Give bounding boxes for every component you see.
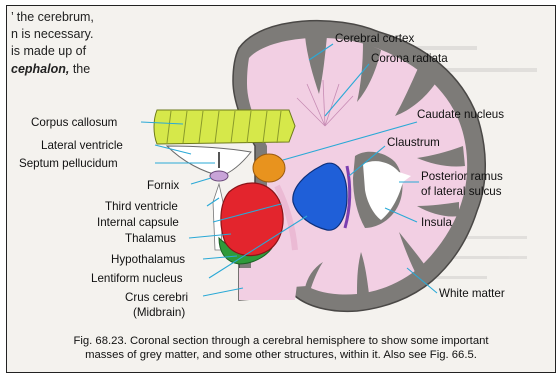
label-insula: Insula — [421, 216, 452, 229]
label-claustrum: Claustrum — [387, 136, 440, 149]
label-fornix: Fornix — [147, 179, 179, 192]
fornix-shape — [210, 171, 228, 181]
label-lateral-ventricle: Lateral ventricle — [41, 139, 123, 152]
label-internal-capsule: Internal capsule — [97, 216, 179, 229]
label-crus-cerebri-line-2: (Midbrain) — [133, 306, 185, 319]
label-lentiform-nucleus: Lentiform nucleus — [91, 272, 183, 285]
label-thalamus: Thalamus — [125, 232, 176, 245]
brain-section-diagram: Cerebral cortex Corona radiata Corpus ca… — [7, 6, 555, 372]
label-posterior-ramus-line-1: Posterior ramus — [421, 170, 503, 183]
label-cerebral-cortex: Cerebral cortex — [335, 32, 414, 45]
label-white-matter: White matter — [439, 287, 505, 300]
label-crus-cerebri-line-1: Crus cerebri — [125, 291, 188, 304]
label-hypothalamus: Hypothalamus — [111, 253, 185, 266]
lateral-ventricle-shape — [167, 146, 251, 176]
thalamus-shape — [221, 183, 283, 256]
label-caudate-nucleus: Caudate nucleus — [417, 108, 504, 121]
crus-cerebri-shape — [239, 268, 299, 300]
caudate-nucleus-shape — [253, 154, 285, 182]
figure-panel: ’ the cerebrum, n is necessary. is made … — [6, 5, 556, 373]
figure-caption: Fig. 68.23. Coronal section through a ce… — [7, 334, 555, 362]
label-posterior-ramus-line-2: of lateral sulcus — [421, 185, 502, 198]
label-corona-radiata: Corona radiata — [371, 52, 448, 65]
label-corpus-callosum: Corpus callosum — [31, 116, 117, 129]
corpus-callosum-shape — [154, 110, 295, 144]
label-septum-pellucidum: Septum pellucidum — [19, 157, 118, 170]
label-third-ventricle: Third ventricle — [105, 200, 178, 213]
caption-line-2: masses of grey matter, and some other st… — [7, 348, 555, 362]
caption-line-1: Fig. 68.23. Coronal section through a ce… — [7, 334, 555, 348]
